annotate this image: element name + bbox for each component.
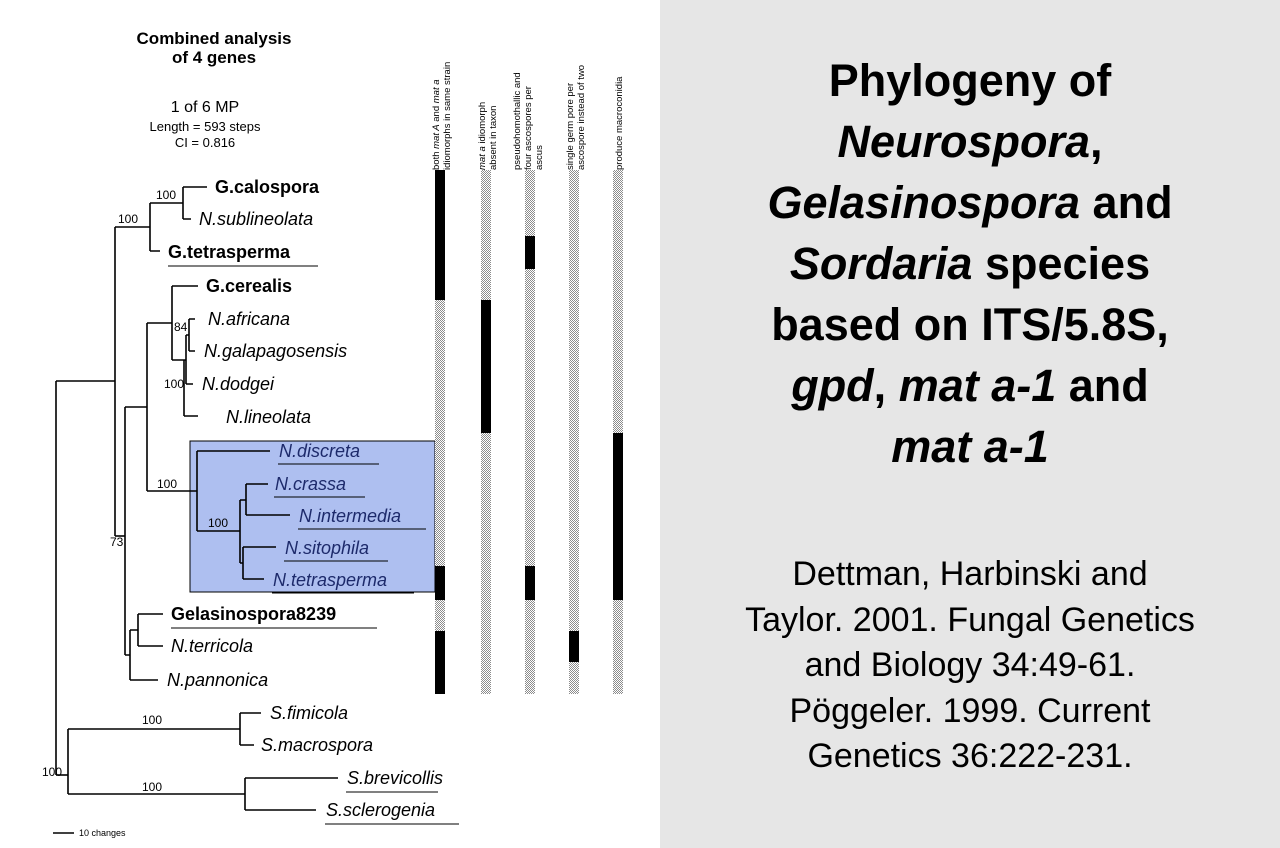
taxon-label: N.intermedia	[299, 506, 401, 526]
taxon-label: N.tetrasperma	[273, 570, 387, 590]
taxon-label: N.pannonica	[167, 670, 268, 690]
taxon-label: S.sclerogenia	[326, 800, 435, 820]
length-label: Length = 593 steps	[150, 119, 261, 134]
svg-text:absent in taxon: absent in taxon	[488, 106, 499, 170]
taxon-underlines	[168, 265, 459, 825]
figure-title-line1: Combined analysis	[137, 29, 292, 48]
bootstrap-value: 100	[156, 188, 176, 202]
taxon-label: N.sitophila	[285, 538, 369, 558]
taxon-label: S.brevicollis	[347, 768, 443, 788]
column-header-1: both mat A and mat a idiomorphs in same …	[431, 62, 453, 170]
character-bar	[569, 631, 579, 662]
mp-label: 1 of 6 MP	[171, 99, 239, 116]
column-header-4: single germ pore per ascospore instead o…	[565, 65, 587, 170]
bootstrap-value: 100	[157, 477, 177, 491]
column-3-track	[525, 170, 535, 694]
taxon-label: N.discreta	[279, 441, 360, 461]
bootstrap-value: 100	[42, 765, 62, 779]
svg-text:ascus: ascus	[534, 145, 545, 170]
character-bar	[435, 631, 445, 694]
bootstrap-value: 84	[174, 320, 188, 334]
character-bar	[481, 300, 491, 433]
taxon-label: N.africana	[208, 309, 290, 329]
taxon-label: N.terricola	[171, 636, 253, 656]
svg-text:pseudohomothallic and: pseudohomothallic and	[512, 72, 523, 170]
column-header-3: pseudohomothallic and four ascospores pe…	[512, 72, 545, 170]
svg-text:idiomorphs in same strain: idiomorphs in same strain	[442, 62, 453, 170]
bootstrap-value: 100	[118, 212, 138, 226]
taxon-label: G.tetrasperma	[168, 242, 291, 262]
tree-branches	[55, 186, 338, 811]
svg-text:produce macroconidia: produce macroconidia	[614, 76, 625, 170]
slide-title: Phylogeny of Neurospora, Gelasinospora a…	[767, 55, 1173, 472]
svg-text:four ascospores per: four ascospores per	[523, 86, 534, 170]
svg-text:both mat A and mat a: both mat A and mat a	[431, 79, 442, 170]
figure-title-line2: of 4 genes	[172, 48, 256, 67]
taxon-label: G.cerealis	[206, 276, 292, 296]
bootstrap-value: 100	[142, 713, 162, 727]
scale-bar-label: 10 changes	[79, 828, 126, 838]
phylogeny-figure: Combined analysis of 4 genes 1 of 6 MP L…	[42, 29, 625, 838]
highlight-box	[189, 440, 436, 593]
character-bar	[435, 566, 445, 600]
taxon-label: N.lineolata	[226, 407, 311, 427]
taxon-label: G.calospora	[215, 177, 320, 197]
taxon-label: Gelasinospora8239	[171, 604, 336, 624]
taxon-label: N.galapagosensis	[204, 341, 347, 361]
taxon-label: N.dodgei	[202, 374, 275, 394]
svg-text:ascospore instead of two: ascospore instead of two	[576, 65, 587, 170]
column-1-track	[435, 170, 445, 694]
column-5-track	[613, 170, 623, 694]
column-header-5: produce macroconidia	[614, 76, 625, 170]
column-header-2: mat a idiomorph absent in taxon	[477, 102, 499, 170]
phylogenetic-tree: Combined analysis of 4 genes 1 of 6 MP L…	[42, 29, 625, 838]
taxon-label: N.sublineolata	[199, 209, 313, 229]
character-bar	[613, 433, 623, 600]
character-bar	[525, 566, 535, 600]
slide-text-panel: Phylogeny of Neurospora, Gelasinospora a…	[660, 0, 1280, 848]
taxon-label: N.crassa	[275, 474, 346, 494]
ci-label: CI = 0.816	[175, 135, 235, 150]
taxon-label: S.macrospora	[261, 735, 373, 755]
column-4-track	[569, 170, 579, 694]
bootstrap-value: 100	[208, 516, 228, 530]
citation-text: Dettman, Harbinski and Taylor. 2001. Fun…	[745, 555, 1195, 775]
bootstrap-value: 100	[164, 377, 184, 391]
bootstrap-value: 100	[142, 780, 162, 794]
svg-text:mat a idiomorph: mat a idiomorph	[477, 102, 488, 170]
character-bar	[525, 236, 535, 269]
character-bar	[435, 170, 445, 300]
taxon-label: S.fimicola	[270, 703, 348, 723]
svg-text:single germ pore per: single germ pore per	[565, 83, 576, 170]
bootstrap-value: 73	[110, 535, 124, 549]
character-columns	[435, 170, 623, 694]
